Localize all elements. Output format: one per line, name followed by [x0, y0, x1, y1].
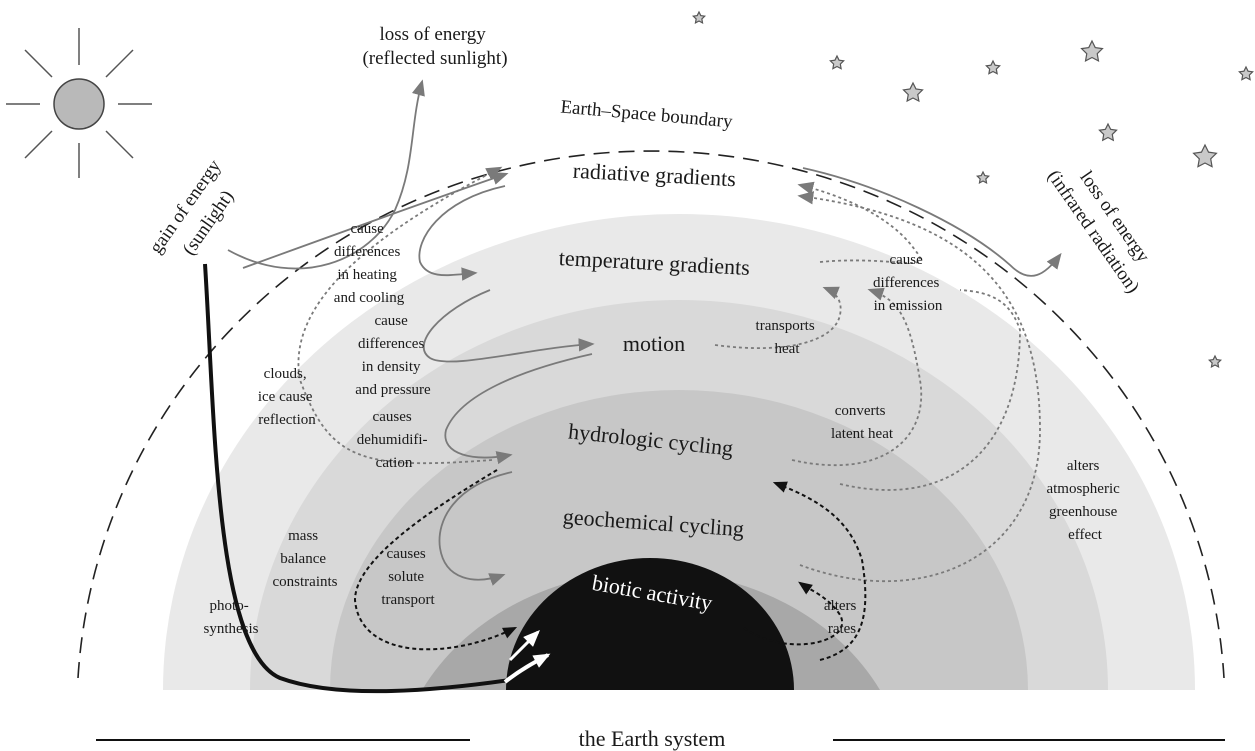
star-icon — [829, 54, 845, 70]
label-mass-balance: mass balance constraints — [273, 528, 338, 590]
arrow-biotic-inner — [508, 630, 540, 662]
label-dehumidification: causes dehumidifi- cation — [357, 409, 432, 471]
label-gain-of-energy: gain of energy (sunlight) — [146, 156, 239, 260]
label-loss-infrared: loss of energy (infrared radiation) — [1043, 166, 1154, 297]
label-greenhouse: alters atmospheric greenhouse effect — [1046, 458, 1123, 543]
label-photosynthesis: photo- synthesis — [203, 598, 258, 637]
label-emission: cause differences in emission — [873, 252, 943, 314]
arrow-photosynthesis-head — [503, 653, 551, 684]
arrow-greenhouse-2 — [839, 289, 1021, 491]
star-icon — [692, 10, 706, 24]
label-clouds-reflection: clouds, ice cause reflection — [258, 366, 316, 428]
label-radiative-gradients: radiative gradients — [572, 158, 736, 192]
label-earth-system: the Earth system — [579, 726, 726, 751]
star-icon — [976, 170, 990, 184]
label-loss-reflected: loss of energy (reflected sunlight) — [362, 24, 507, 69]
arrow-reflected-sunlight — [227, 79, 425, 270]
arrow-radiative-to-temperature — [418, 185, 506, 281]
arrow-photosynthesis — [203, 263, 511, 694]
label-heating-cooling: cause differences in heating and cooling — [334, 221, 405, 306]
label-motion: motion — [623, 331, 685, 356]
arrow-alters-rates — [743, 581, 844, 646]
arrow-transports-heat — [714, 286, 842, 350]
arrow-motion-to-hydrologic — [444, 353, 593, 465]
arrow-latent-heat — [791, 287, 923, 467]
label-alters-rates: alters rates — [824, 598, 860, 637]
label-earth-space-boundary: Earth–Space boundary — [560, 97, 734, 133]
star-icon — [1208, 354, 1222, 368]
label-transports-heat: transports heat — [756, 318, 819, 357]
sun-icon — [6, 28, 152, 178]
biotic-core — [506, 558, 794, 690]
arrow-biotic-to-hydrologic — [772, 481, 867, 661]
earth-space-boundary — [77, 150, 1225, 679]
star-icon — [1098, 122, 1118, 142]
star-icon — [902, 81, 924, 103]
arrow-temperature-to-motion — [423, 289, 595, 363]
label-density-pressure: cause differences in density and pressur… — [355, 313, 431, 398]
arrow-sunlight-to-radiative — [242, 172, 509, 269]
label-latent-heat: converts latent heat — [831, 403, 894, 442]
star-icon — [1080, 39, 1104, 62]
arrow-hydrologic-to-geochemical — [438, 471, 513, 586]
arrow-greenhouse — [797, 191, 1041, 583]
arrow-emission — [797, 181, 921, 264]
star-icon — [1238, 65, 1254, 81]
star-icon — [1192, 143, 1218, 168]
arrow-infrared-loss — [802, 167, 1062, 277]
label-solute-transport: causes solute transport — [381, 546, 435, 608]
arrow-clouds-reflection — [297, 166, 503, 465]
star-icon — [985, 59, 1001, 75]
arrow-mass-balance — [353, 469, 518, 651]
